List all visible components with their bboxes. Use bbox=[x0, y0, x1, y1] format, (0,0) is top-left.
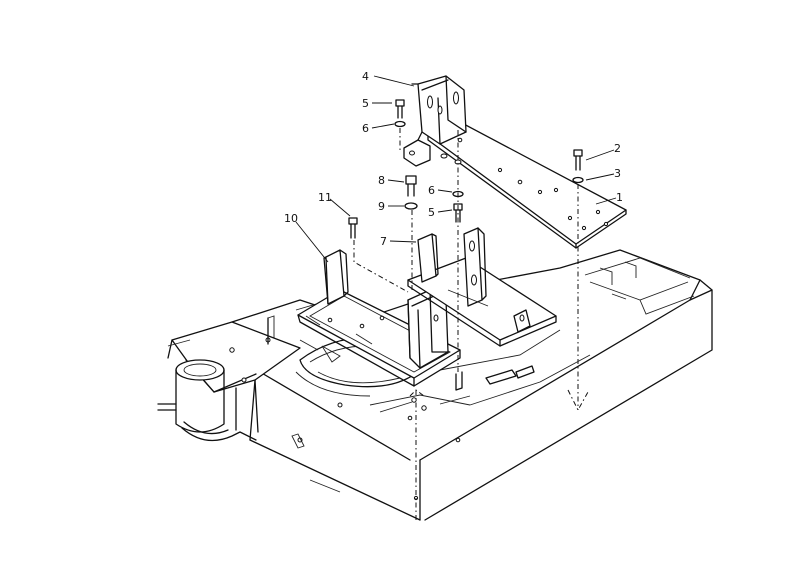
hinge-arm bbox=[157, 321, 301, 442]
callout-4: 4 bbox=[362, 70, 369, 83]
callout-9: 9 bbox=[378, 200, 385, 213]
callout-6-lower: 6 bbox=[428, 184, 435, 197]
assembly-center-lines bbox=[353, 128, 589, 520]
callout-8: 8 bbox=[378, 174, 385, 187]
callout-10: 10 bbox=[284, 212, 298, 225]
callout-1: 1 bbox=[616, 191, 623, 204]
callout-5-lower: 5 bbox=[428, 206, 435, 219]
callout-7: 7 bbox=[380, 235, 387, 248]
leader-lines bbox=[295, 75, 617, 263]
part-7-bracket-plate bbox=[407, 227, 557, 347]
callout-6-upper: 6 bbox=[362, 122, 369, 135]
callout-2: 2 bbox=[614, 142, 621, 155]
part-4-upper-bracket bbox=[403, 75, 467, 167]
callout-5-upper: 5 bbox=[362, 97, 369, 110]
callout-3: 3 bbox=[614, 167, 621, 180]
part-10-tray-bracket bbox=[297, 249, 461, 387]
callout-11: 11 bbox=[318, 191, 332, 204]
callout-labels: 4 5 6 2 3 1 8 9 6 5 7 11 10 bbox=[284, 70, 623, 248]
fasteners bbox=[267, 99, 584, 391]
